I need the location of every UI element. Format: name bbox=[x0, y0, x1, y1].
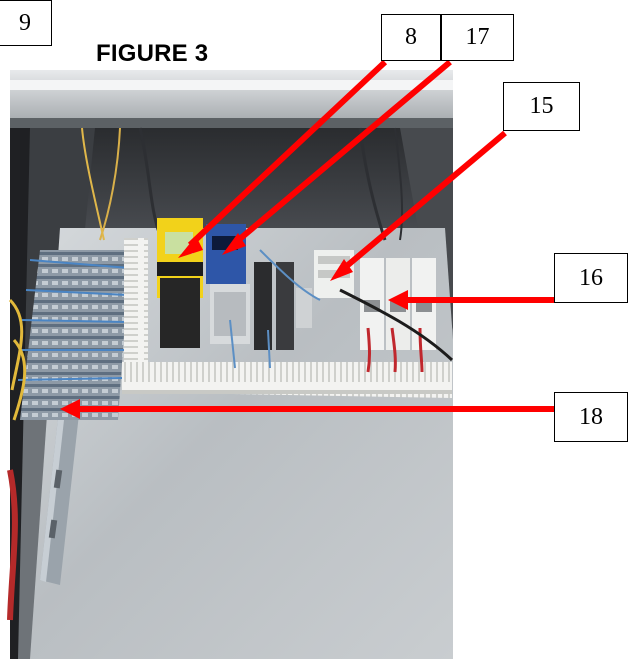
wire-duct-vertical bbox=[124, 238, 148, 378]
callout-label-15: 15 bbox=[503, 82, 580, 131]
callout-label-8: 8 bbox=[381, 14, 441, 61]
callout-label-9: 9 bbox=[0, 0, 52, 46]
arrow-15 bbox=[340, 130, 507, 273]
callout-arrows bbox=[60, 59, 555, 419]
callout-label-18: 18 bbox=[554, 392, 628, 442]
callout-label-17: 17 bbox=[441, 14, 514, 61]
arrow-8 bbox=[187, 59, 388, 248]
power-module bbox=[206, 224, 246, 284]
arrow-17 bbox=[233, 59, 452, 246]
figure-title: FIGURE 3 bbox=[96, 40, 209, 67]
callout-label-16: 16 bbox=[554, 253, 628, 303]
